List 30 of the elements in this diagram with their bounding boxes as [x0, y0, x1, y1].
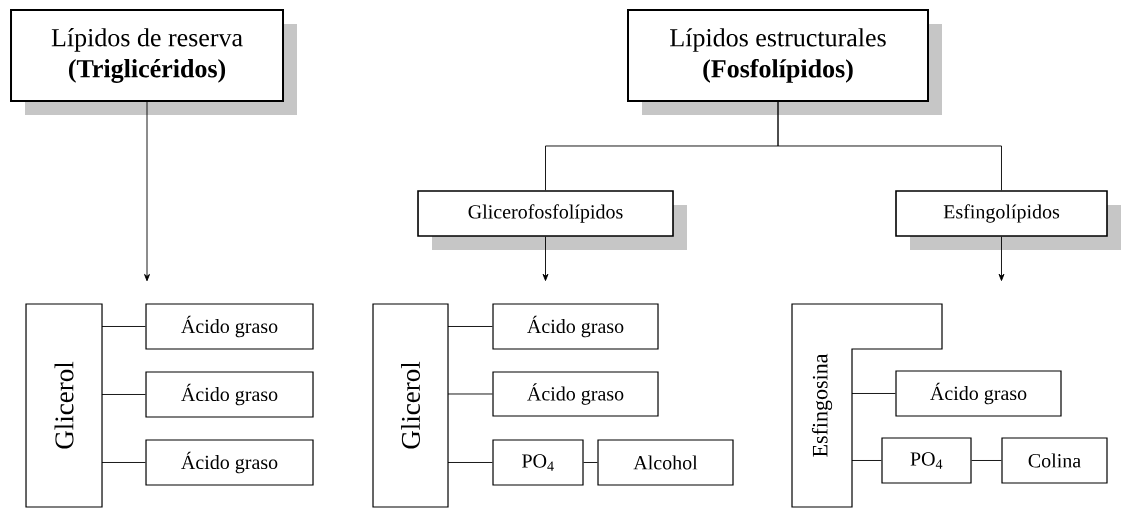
category-box: Lípidos de reserva (Triglicéridos) [10, 9, 297, 115]
component-box: PO$_{4}$ [881, 437, 972, 484]
component-box: Ácido graso [145, 303, 314, 350]
connector-line [851, 393, 896, 394]
subcategory-box: Glicerofosfolípidos [417, 190, 687, 250]
connector-line [447, 462, 493, 463]
component-box: Ácido graso [145, 371, 314, 418]
component-box: Colina [1001, 437, 1108, 484]
component-box: Ácido graso [145, 439, 314, 486]
component-box: Ácido graso [895, 370, 1062, 417]
backbone-box: Glicerol [372, 303, 449, 508]
category-box: Lípidos estructurales (Fosfolípidos) [627, 9, 942, 115]
connector-line [101, 462, 146, 463]
arrow [998, 236, 1005, 281]
connector-line [971, 460, 1002, 461]
connector-line [583, 462, 598, 463]
connector-line [777, 101, 1002, 191]
component-box: PO$_{4}$ [492, 439, 584, 486]
component-box: Alcohol [597, 439, 734, 486]
subcategory-box: Esfingolípidos [895, 190, 1121, 250]
connector-line [851, 460, 882, 461]
connector-line [447, 326, 493, 327]
arrow [144, 101, 150, 282]
backbone-box: Glicerol [25, 303, 103, 508]
connector-line [101, 326, 146, 327]
arrow [542, 236, 549, 281]
component-box: Ácido graso [492, 303, 659, 350]
component-box: Ácido graso [492, 371, 659, 417]
connector-line [447, 393, 493, 395]
connector-line [101, 394, 146, 395]
